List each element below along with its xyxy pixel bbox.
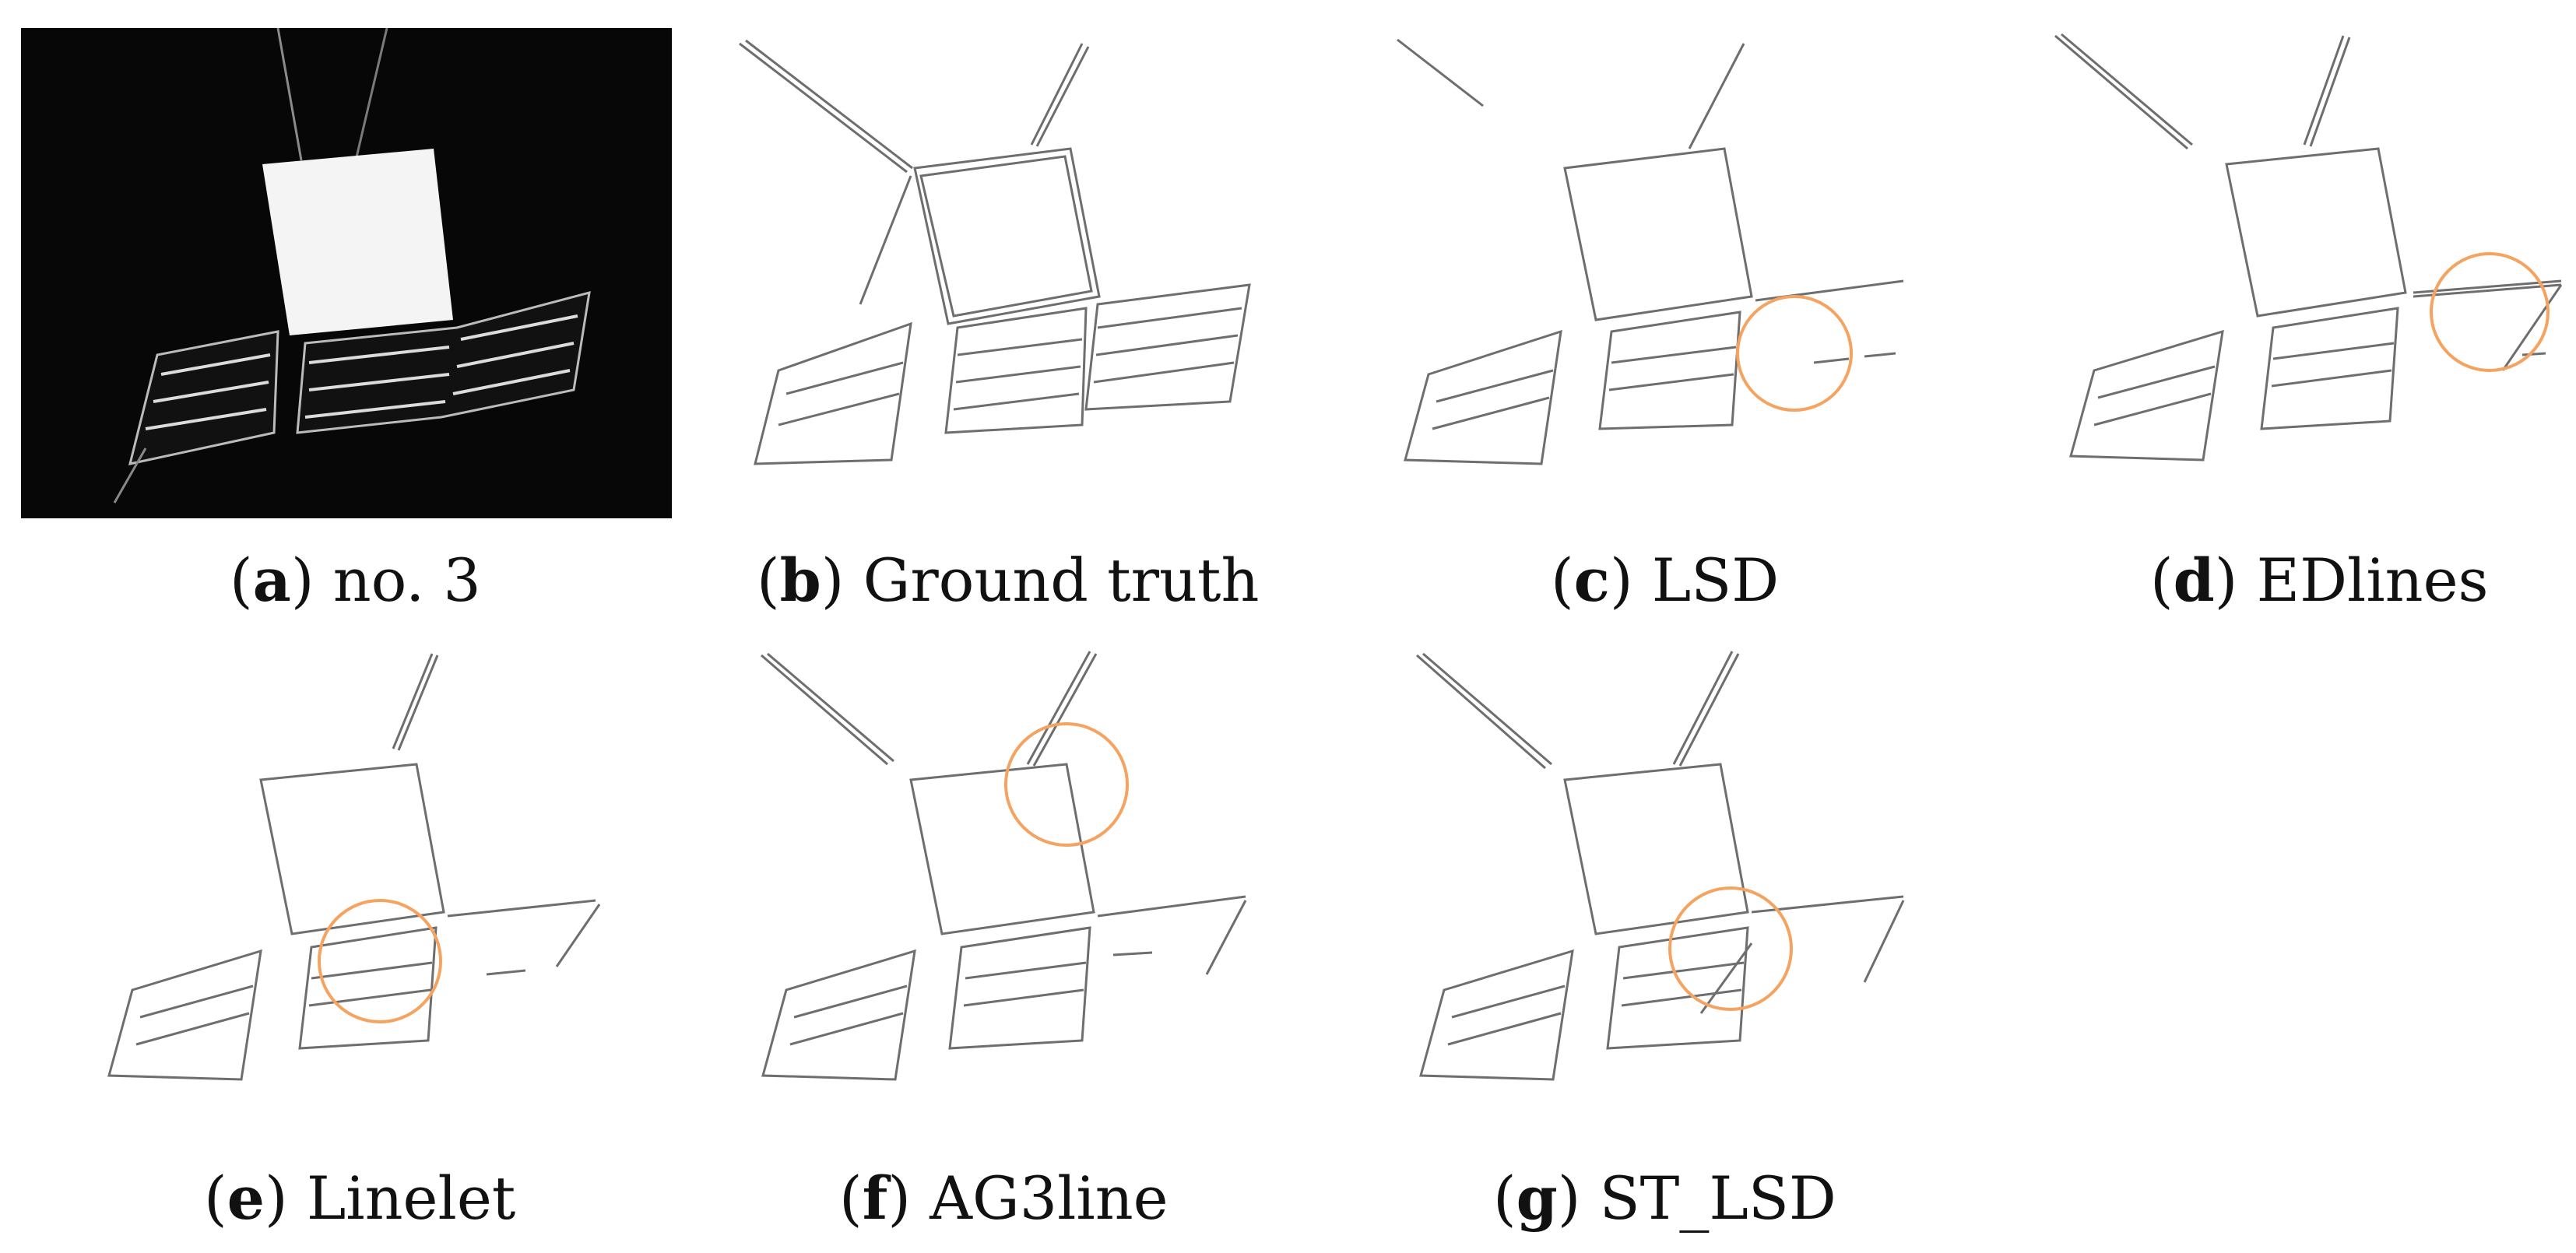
caption-f: (f) AG3line [839, 1164, 1169, 1233]
caption-b: (b) Ground truth [757, 546, 1260, 615]
caption-g: (g) ST_LSD [1493, 1164, 1836, 1233]
line-drawing-lsd [1397, 38, 1904, 465]
caption-e: (e) Linelet [204, 1164, 516, 1233]
line-drawing-ground-truth [739, 39, 1251, 465]
highlight-circle [1668, 886, 1793, 1011]
highlight-circle [2430, 252, 2550, 372]
line-drawing-linelet [107, 653, 601, 1081]
panel-d-edlines [2047, 28, 2576, 518]
caption-c: (c) LSD [1551, 546, 1780, 615]
highlight-circle [318, 899, 442, 1023]
panel-e-linelet [90, 648, 740, 1138]
line-drawing-st-lsd [1416, 651, 1905, 1081]
satellite-photo [21, 28, 672, 518]
line-drawing-ag3line [761, 651, 1247, 1081]
panel-f-ag3line [747, 648, 1398, 1138]
line-drawing-edlines [2054, 33, 2563, 462]
panel-g-st-lsd [1405, 648, 2056, 1138]
caption-d: (d) EDlines [2150, 546, 2489, 615]
panel-b-ground-truth [732, 28, 1383, 518]
panel-a-photo [21, 28, 672, 518]
panel-c-lsd [1390, 28, 2040, 518]
caption-a: (a) no. 3 [230, 546, 481, 615]
highlight-circle [1736, 295, 1853, 412]
highlight-circle [1004, 722, 1129, 847]
